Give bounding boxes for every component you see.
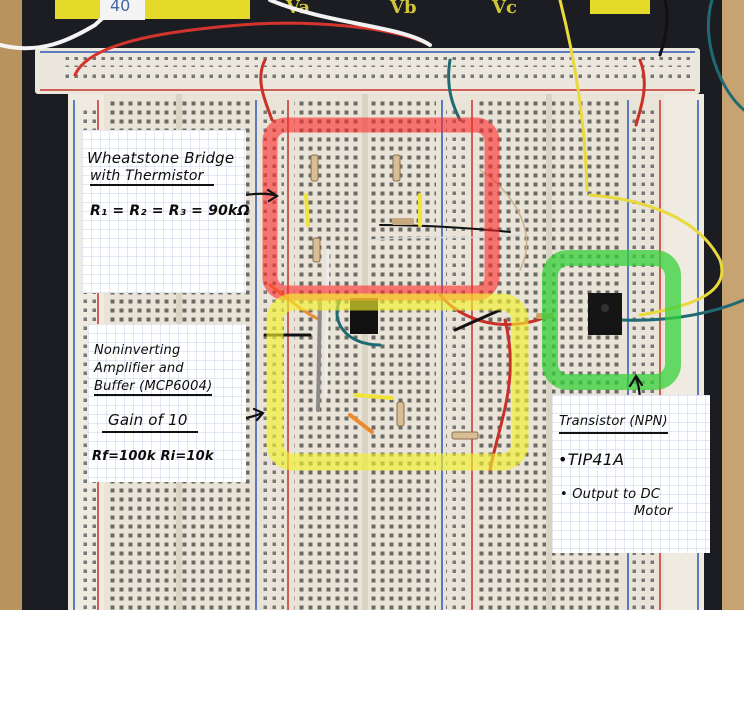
yellow-label-left [55, 0, 250, 19]
vc-label: Vc [491, 0, 517, 18]
top-power-strip [35, 48, 700, 94]
transistor-highlight [542, 250, 681, 390]
amplifier-line-1: Noninverting [94, 343, 181, 358]
wheatstone-resistor-values: R₁ = R₂ = R₃ = 90kΩ [90, 203, 250, 219]
counter-label: 40 [110, 0, 131, 15]
vb-label: Vb [389, 0, 417, 18]
transistor-package [588, 293, 622, 335]
transistor-model: •TIP41A [558, 450, 625, 469]
jumper-wires [0, 0, 744, 472]
note-amplifier: Noninverting Amplifier and Buffer (MCP60… [88, 324, 246, 482]
transistor-output-line-2: Motor [634, 504, 673, 519]
note-wheatstone-bridge: Wheatstone Bridge with Thermistor R₁ = R… [82, 130, 249, 293]
amplifier-gain: Gain of 10 [102, 411, 198, 433]
transistor-output-line-1: • Output to DC [560, 487, 661, 502]
amplifier-line-3: Buffer (MCP6004) [94, 379, 213, 396]
wheatstone-subtitle: with Thermistor [90, 168, 214, 186]
breadboard-photo: Va Vb Vc [0, 0, 744, 610]
bridge-highlight [262, 117, 500, 301]
amplifier-highlight [266, 293, 529, 471]
wheatstone-title: Wheatstone Bridge [87, 149, 235, 167]
amplifier-resistor-values: Rf=100k Ri=10k [92, 449, 214, 464]
note-transistor: Transistor (NPN) •TIP41A • Output to DC … [552, 395, 710, 553]
amplifier-line-2: Amplifier and [94, 361, 184, 376]
transistor-title: Transistor (NPN) [559, 414, 668, 434]
